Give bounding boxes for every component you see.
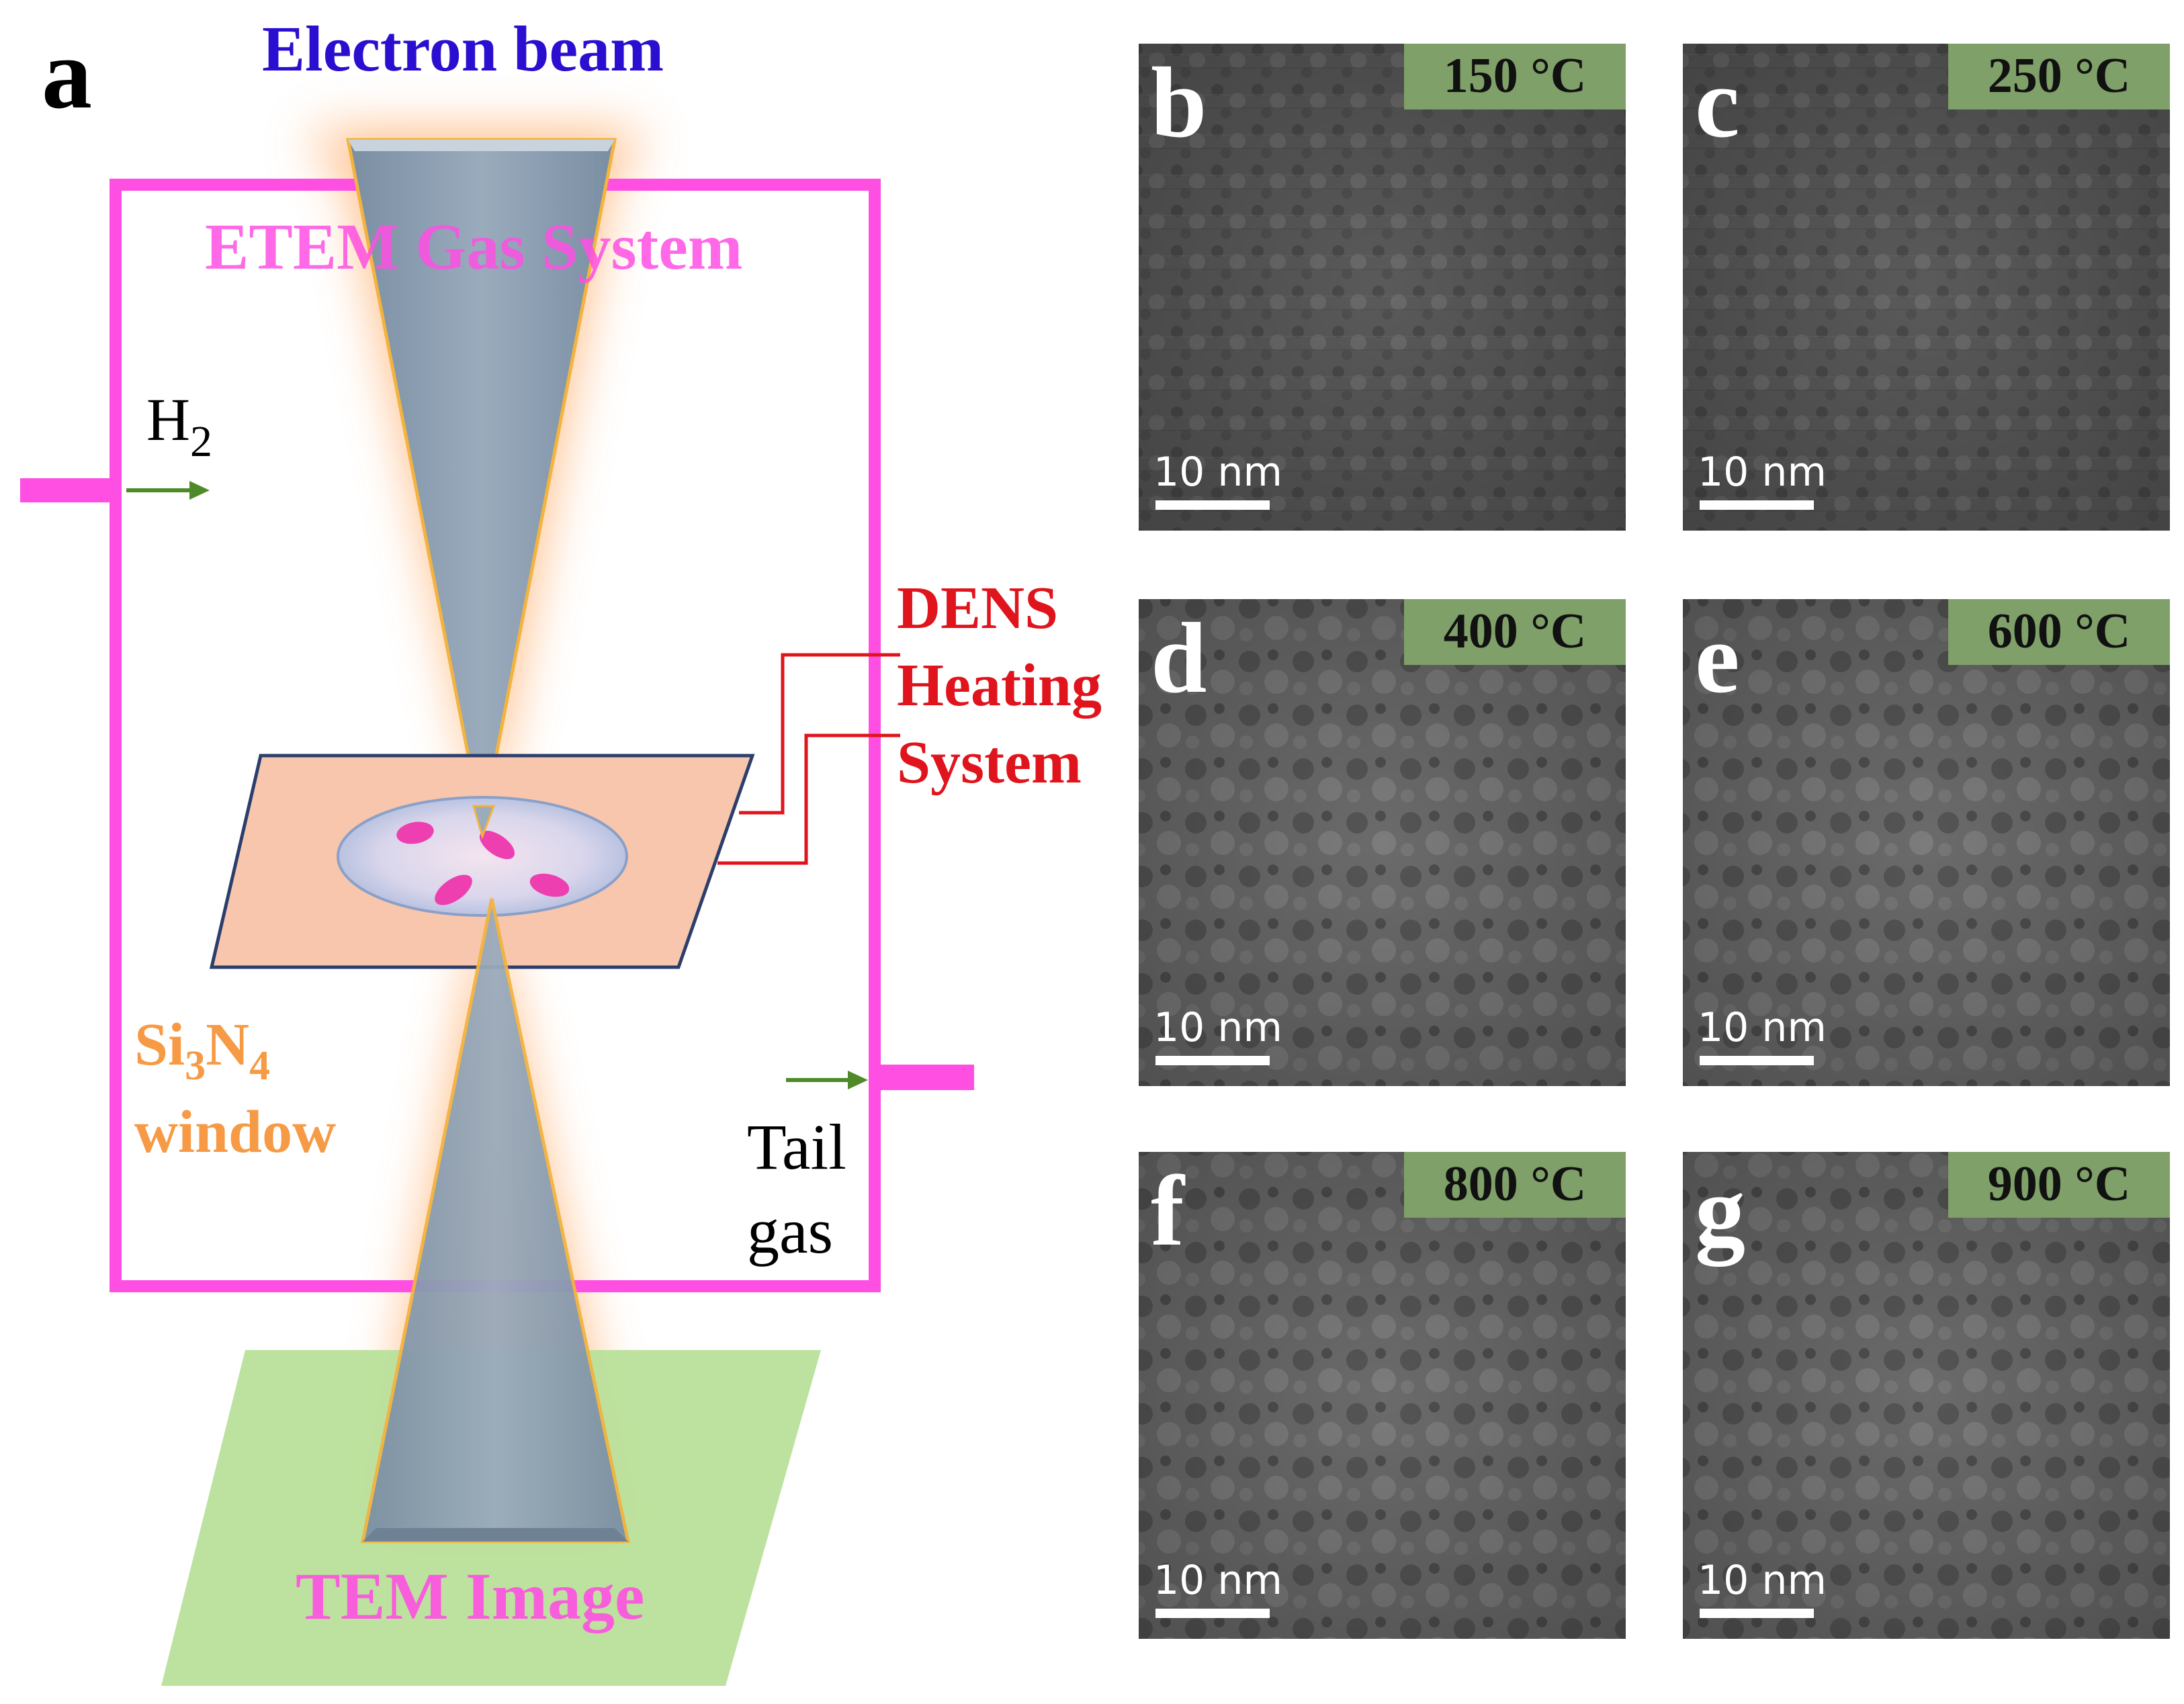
panel-a-letter: a <box>42 18 92 130</box>
temperature-label: 900 °C <box>1988 1157 2131 1212</box>
scale-bar <box>1155 500 1270 510</box>
catalyst-particles <box>396 821 570 905</box>
temperature-label: 150 °C <box>1444 48 1587 103</box>
scale-bar-label: 10 nm <box>1698 449 1827 496</box>
svg-text:Tail: Tail <box>747 1111 846 1183</box>
temperature-badge <box>1948 1152 2170 1218</box>
svg-text:gas: gas <box>747 1195 833 1267</box>
tem-image-label: TEM Image <box>296 1559 644 1633</box>
temperature-label: 400 °C <box>1444 604 1587 659</box>
svg-text:Si3N4: Si3N4 <box>134 1012 270 1089</box>
panel-letter: b <box>1151 47 1207 159</box>
gas-system-label: ETEM Gas System <box>205 211 742 283</box>
temperature-badge <box>1404 599 1626 665</box>
scale-bar-label: 10 nm <box>1153 1004 1282 1051</box>
micrograph-panel-d: 400 °C d 10 nm <box>1139 599 1626 1086</box>
micrograph-shading <box>1139 1152 1626 1639</box>
svg-text:window: window <box>134 1099 336 1165</box>
panel-letter: f <box>1151 1155 1186 1267</box>
scale-bar-label: 10 nm <box>1153 449 1282 496</box>
temperature-badge <box>1948 599 2170 665</box>
micrograph-panel-c: 250 °C c 10 nm <box>1683 44 2170 531</box>
micrograph-shading <box>1683 599 2170 1086</box>
temperature-badge <box>1948 44 2170 109</box>
micrograph-panel-g: 900 °C g 10 nm <box>1683 1152 2170 1639</box>
panel-a: a <box>20 13 1102 1686</box>
temperature-label: 800 °C <box>1444 1157 1587 1212</box>
micrograph-shading <box>1139 44 1626 531</box>
dens-label: DENS Heating System <box>897 575 1102 796</box>
svg-text:System: System <box>897 729 1082 796</box>
panel-letter: d <box>1151 602 1207 714</box>
temperature-label: 250 °C <box>1988 48 2131 103</box>
electron-beam-lower-cone <box>360 898 631 1543</box>
scale-bar <box>1700 1056 1814 1065</box>
scale-bar <box>1155 1056 1270 1065</box>
panel-letter: c <box>1695 47 1740 159</box>
scale-bar-label: 10 nm <box>1698 1557 1827 1604</box>
scale-bar-label: 10 nm <box>1698 1004 1827 1051</box>
gas-outlet-pipe <box>875 1065 974 1090</box>
micrograph-shading <box>1139 599 1626 1086</box>
beam-bottom-face <box>363 1528 628 1541</box>
scale-bar <box>1155 1609 1270 1618</box>
temperature-badge <box>1404 44 1626 109</box>
temperature-label: 600 °C <box>1988 604 2131 659</box>
scale-bar-label: 10 nm <box>1153 1557 1282 1604</box>
svg-text:DENS: DENS <box>897 575 1058 641</box>
tail-gas-arrow <box>786 1071 868 1089</box>
micrograph-panel-f: 800 °C f 10 nm <box>1139 1152 1626 1639</box>
micrograph-panel-b: 150 °C b 10 nm <box>1139 44 1626 531</box>
h2-label: H2 <box>146 387 212 466</box>
svg-text:Heating: Heating <box>897 652 1102 719</box>
h2-inlet-arrow <box>126 481 210 500</box>
micrograph-shading <box>1683 1152 2170 1639</box>
dens-wires <box>717 653 900 865</box>
tail-gas-label: Tail gas <box>747 1111 846 1267</box>
micrograph-shading <box>1683 44 2170 531</box>
temperature-badge <box>1404 1152 1626 1218</box>
scale-bar <box>1700 500 1814 510</box>
electron-beam-label: Electron beam <box>262 13 664 85</box>
scale-bar <box>1700 1609 1814 1618</box>
gas-inlet-pipe <box>20 478 116 502</box>
window-label: Si3N4 window <box>134 1012 336 1165</box>
panel-letter: e <box>1695 602 1740 714</box>
micrograph-panel-e: 600 °C e 10 nm <box>1683 599 2170 1086</box>
beam-top-face <box>348 140 615 151</box>
panel-letter: g <box>1695 1155 1745 1267</box>
